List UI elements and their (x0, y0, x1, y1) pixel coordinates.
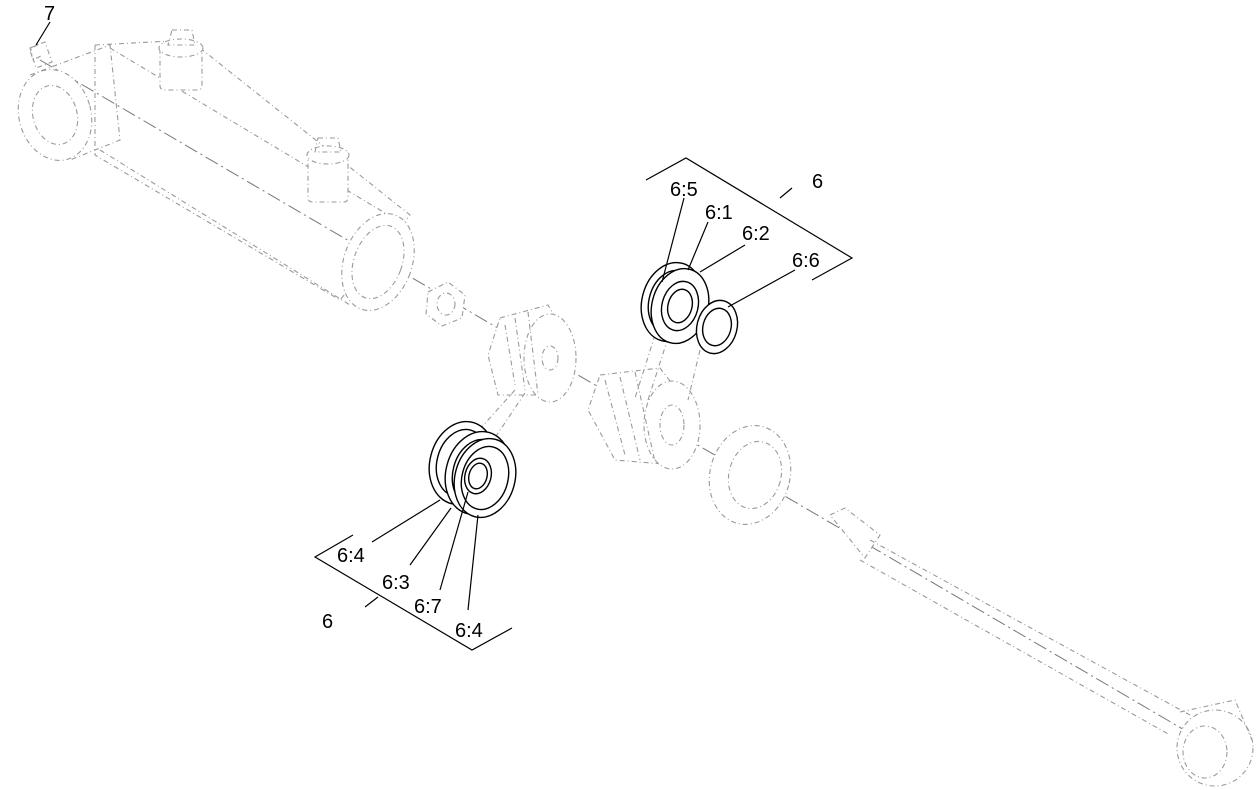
callout-backup-ring: 6:2 (742, 223, 770, 245)
callout-wear-ring: 6:5 (670, 179, 698, 201)
callout-kit-lower: 6 (322, 611, 333, 633)
rod-seal (695, 299, 739, 355)
callout-rod-seal: 6:6 (792, 250, 820, 272)
upper-leaders (661, 197, 796, 308)
end-ring (708, 425, 792, 525)
lower-leaders (371, 491, 479, 611)
callout-fitting: 7 (44, 3, 55, 25)
callout-kit-upper: 6 (812, 171, 823, 193)
inner-o-ring (463, 457, 493, 495)
lower-seal-group (428, 420, 517, 519)
lower-kit-bracket (313, 534, 513, 651)
upper-kit-bracket (645, 157, 854, 281)
callout-o-ring-inner: 6:7 (414, 596, 442, 618)
callout-o-ring-left: 6:4 (337, 545, 365, 567)
gland (587, 367, 701, 470)
upper-seal-group (640, 261, 739, 355)
callout-o-ring-right: 6:4 (455, 620, 483, 642)
fitting-leader (35, 21, 51, 46)
hex-nut (425, 281, 466, 327)
piston-rod (829, 507, 1254, 787)
callout-piston-seal: 6:1 (705, 202, 733, 224)
piston (487, 304, 577, 403)
callout-seal-ring: 6:3 (382, 572, 410, 594)
grease-fitting (29, 41, 53, 69)
cylinder-barrel (17, 29, 415, 311)
